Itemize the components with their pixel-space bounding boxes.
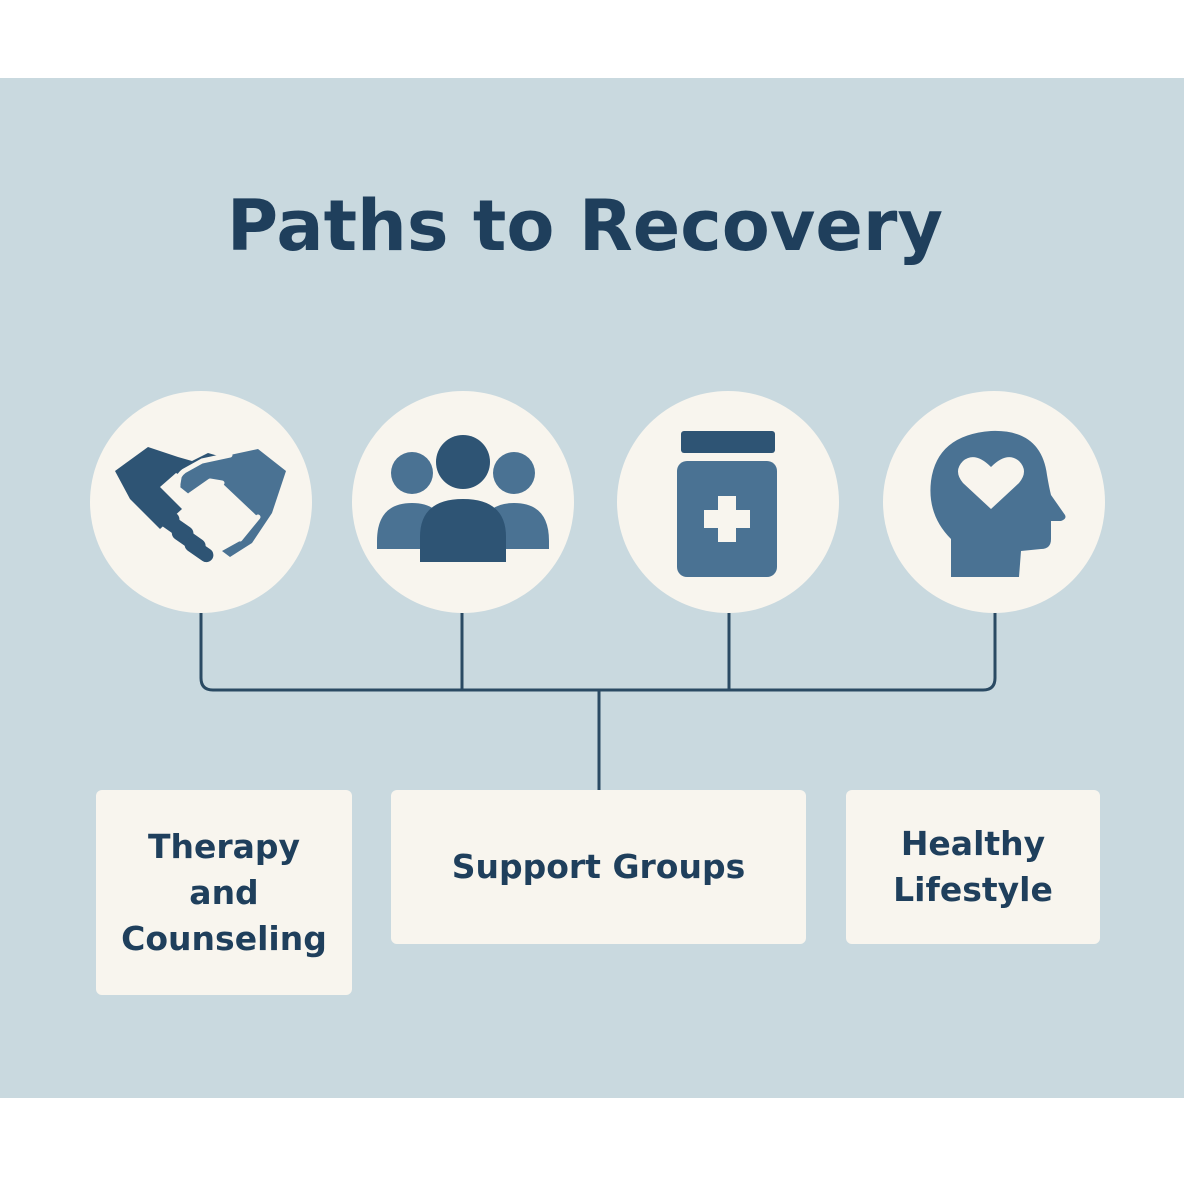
circle-medicine [617,391,839,613]
box-therapy-line-3: Counseling [121,918,327,958]
box-healthy-lifestyle: Healthy Lifestyle [846,790,1100,944]
box-healthy-line-2: Lifestyle [893,870,1053,909]
group-icon [377,435,549,562]
medicine-bottle-icon [677,431,777,577]
box-therapy-line-1: Therapy [147,826,301,866]
box-therapy-counseling: Therapy and Counseling [96,790,352,995]
box-support-groups: Support Groups [391,790,806,944]
head-heart-icon [930,430,1066,577]
circle-handshake [90,391,312,613]
diagram-title: Paths to Recovery [226,185,944,267]
box-healthy-line-1: Healthy [900,824,1046,863]
circle-group [352,391,574,613]
box-support-line-1: Support Groups [451,847,746,886]
circle-head-heart [883,391,1105,613]
handshake-icon [115,447,286,563]
box-therapy-line-2: and [189,872,259,912]
